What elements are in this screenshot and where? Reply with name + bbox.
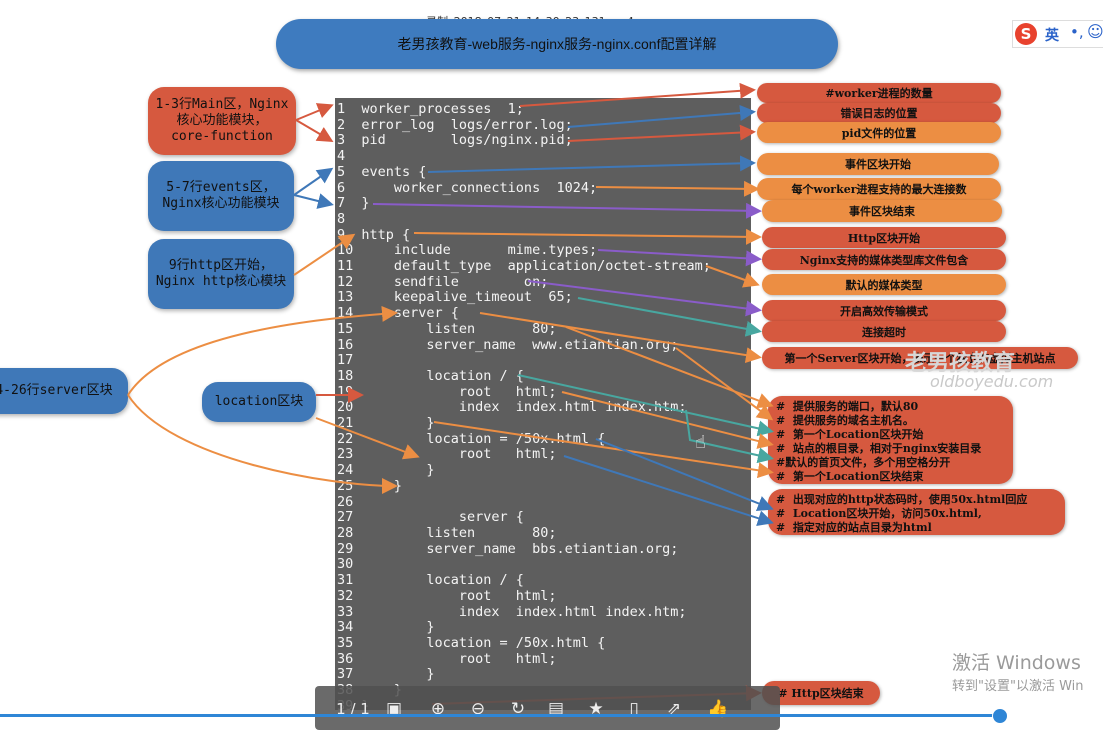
- document-icon[interactable]: ▯: [629, 699, 639, 719]
- code-panel: 1 worker_processes 1; 2 error_log logs/e…: [335, 98, 751, 714]
- note-server-start: 第一个Server区块开始，表示一个独立的虚拟主机站点: [762, 347, 1078, 369]
- windows-activation-title: 激活 Windows: [952, 652, 1081, 674]
- page-indicator: 1 / 1: [336, 700, 370, 718]
- video-progress-bar[interactable]: [0, 714, 1000, 717]
- page-title: 老男孩教育-web服务-nginx服务-nginx.conf配置详解: [276, 19, 838, 69]
- note-events-block: 5-7行events区， Nginx核心功能模块: [148, 161, 294, 231]
- ime-language-toggle[interactable]: 英: [1045, 28, 1059, 44]
- note-location-block: location区块: [202, 382, 316, 422]
- ime-toolbar[interactable]: S 英 •, ☺: [1012, 20, 1103, 48]
- progress-knob[interactable]: [992, 708, 1008, 724]
- note-events-end: 事件区块结束: [762, 200, 1002, 222]
- note-error-log: 错误日志的位置: [757, 103, 1001, 123]
- note-server-block: 4-26行server区块: [0, 368, 128, 414]
- note-mime-types: Nginx支持的媒体类型库文件包含: [762, 249, 1006, 270]
- note-error-page: # 出现对应的http状态码时，使用50x.html回应 # Location区…: [768, 489, 1065, 535]
- note-sendfile: 开启高效传输模式: [762, 300, 1006, 321]
- emoji-icon[interactable]: ☺: [1087, 22, 1103, 41]
- note-events-start: 事件区块开始: [757, 153, 999, 175]
- note-worker-processes: #worker进程的数量: [757, 83, 1001, 103]
- note-pid: pid文件的位置: [757, 122, 1001, 143]
- windows-activation-hint: 转到"设置"以激活 Win: [952, 679, 1084, 694]
- watermark-logo: 老男孩教育: [905, 351, 1016, 376]
- note-http-block: 9行http区开始， Nginx http核心模块: [148, 239, 294, 309]
- hand-cursor-icon: ☝: [695, 432, 706, 453]
- note-default-type: 默认的媒体类型: [762, 274, 1006, 295]
- sogou-logo-icon[interactable]: S: [1015, 23, 1037, 45]
- note-keepalive: 连接超时: [762, 321, 1006, 342]
- nginx-conf-code: 1 worker_processes 1; 2 error_log logs/e…: [337, 101, 711, 713]
- note-server-details: # 提供服务的端口，默认80 # 提供服务的域名主机名。 # 第一个Locati…: [768, 396, 1013, 484]
- note-main-block: 1-3行Main区，Nginx 核心功能模块， core-function: [148, 87, 296, 155]
- note-http-end: # Http区块结束: [762, 681, 880, 705]
- watermark-url: oldboyedu.com: [930, 372, 1054, 391]
- ime-punctuation-toggle[interactable]: •,: [1070, 23, 1084, 41]
- note-worker-connections: 每个worker进程支持的最大连接数: [757, 178, 1001, 200]
- viewer-toolbar: 1 / 1 ▣ ⊕ ⊖ ↻ ▤ ★ ▯ ⇗ 👍: [315, 686, 780, 730]
- note-http-start: Http区块开始: [762, 227, 1006, 248]
